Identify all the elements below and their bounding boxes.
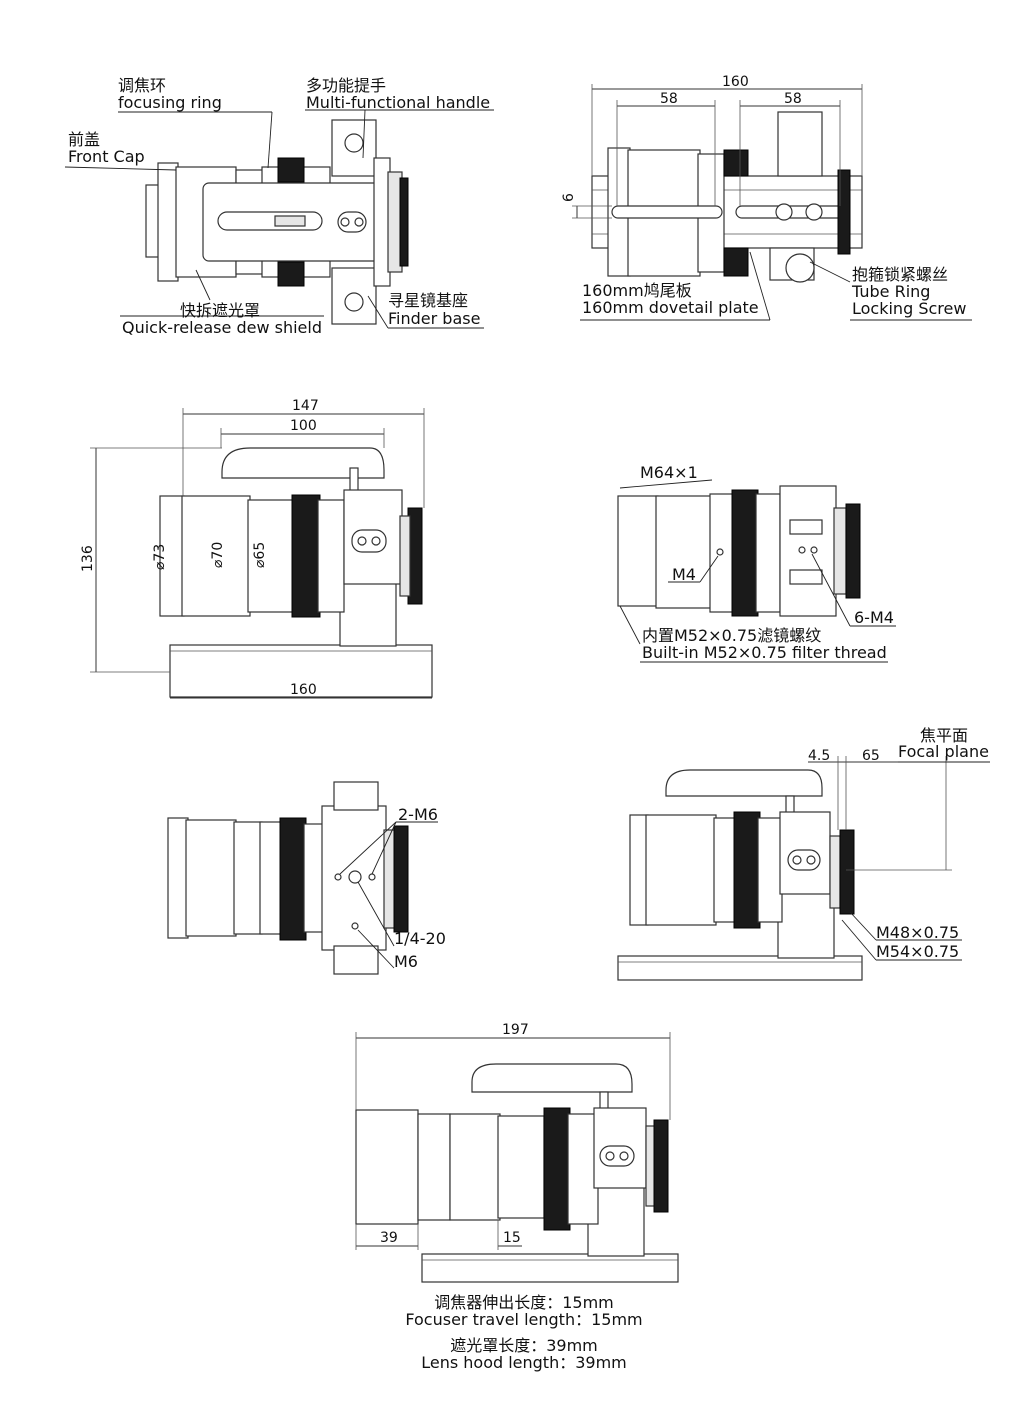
view-top-with-callouts	[64, 109, 494, 329]
view-side-dimensioned	[90, 408, 433, 699]
lens-hood-note-cn: 遮光罩长度：39mm	[450, 1336, 598, 1355]
dim-dia-73: ⌀73	[152, 544, 168, 570]
finder-base-label-cn: 寻星镜基座	[388, 291, 468, 310]
dovetail-label-cn: 160mm鸠尾板	[582, 281, 692, 300]
dim-58-b: 58	[784, 91, 802, 107]
front-cap-label-en: Front Cap	[68, 147, 145, 166]
view-threads	[617, 479, 896, 663]
dim-15: 15	[503, 1230, 521, 1246]
dim-58-a: 58	[660, 91, 678, 107]
filter-thread-label-cn: 内置M52×0.75滤镜螺纹	[642, 626, 821, 645]
m48-thread-label: M48×0.75	[876, 923, 959, 942]
dim-6: 6	[561, 193, 577, 202]
m4-label: M4	[672, 565, 696, 584]
dim-dia-70: ⌀70	[210, 542, 226, 568]
dim-65-focal: 65	[862, 748, 880, 764]
tube-ring-label-cn: 抱箍锁紧螺丝	[852, 265, 948, 284]
focusing-ring-label-cn: 调焦环	[118, 76, 166, 95]
dovetail-label-en: 160mm dovetail plate	[582, 298, 759, 317]
tube-ring-label-en-2: Locking Screw	[852, 299, 966, 318]
finder-base-label-en: Finder base	[388, 309, 480, 328]
two-m6-label: 2-M6	[398, 805, 438, 824]
dim-39: 39	[380, 1230, 398, 1246]
dimension-values: 160 58 58 6 147 100 136 160 ⌀73 ⌀70 ⌀65 …	[80, 74, 880, 1246]
dim-197: 197	[502, 1022, 529, 1038]
tube-ring-label-en-1: Tube Ring	[851, 282, 930, 301]
focal-plane-label-en: Focal plane	[898, 742, 989, 761]
dim-100: 100	[290, 418, 317, 434]
view-extended	[355, 1032, 679, 1283]
view-top-dimensioned	[572, 84, 972, 321]
focuser-travel-note-cn: 调焦器伸出长度：15mm	[434, 1293, 614, 1312]
dew-shield-label-cn: 快拆遮光罩	[180, 301, 260, 320]
six-m4-label: 6-M4	[854, 608, 894, 627]
dim-4-5: 4.5	[808, 748, 830, 764]
dim-160-top: 160	[722, 74, 749, 90]
focuser-travel-note-en: Focuser travel length：15mm	[405, 1310, 642, 1329]
dim-136: 136	[80, 545, 96, 572]
dew-shield-label-en: Quick-release dew shield	[122, 318, 322, 337]
dim-160-side: 160	[290, 682, 317, 698]
focusing-ring-label-en: focusing ring	[118, 93, 222, 112]
callout-labels: 调焦环 focusing ring 多功能提手 Multi-functional…	[68, 76, 989, 971]
m54-thread-label: M54×0.75	[876, 942, 959, 961]
focal-plane-label-cn: 焦平面	[920, 726, 968, 745]
m6-label: M6	[394, 952, 418, 971]
handle-label-cn: 多功能提手	[306, 76, 386, 95]
front-cap-label-cn: 前盖	[68, 130, 100, 149]
dim-147: 147	[292, 398, 319, 414]
m64-thread-label: M64×1	[640, 463, 698, 482]
filter-thread-label-en: Built-in M52×0.75 filter thread	[642, 643, 887, 662]
footer-notes: 调焦器伸出长度：15mm Focuser travel length：15mm …	[405, 1293, 642, 1372]
quarter-20-label: 1/4-20	[394, 929, 446, 948]
lens-hood-note-en: Lens hood length：39mm	[421, 1353, 627, 1372]
dim-dia-65: ⌀65	[252, 542, 268, 568]
view-bottom	[167, 781, 438, 975]
view-focal-plane	[617, 756, 990, 981]
handle-label-en: Multi-functional handle	[306, 93, 490, 112]
